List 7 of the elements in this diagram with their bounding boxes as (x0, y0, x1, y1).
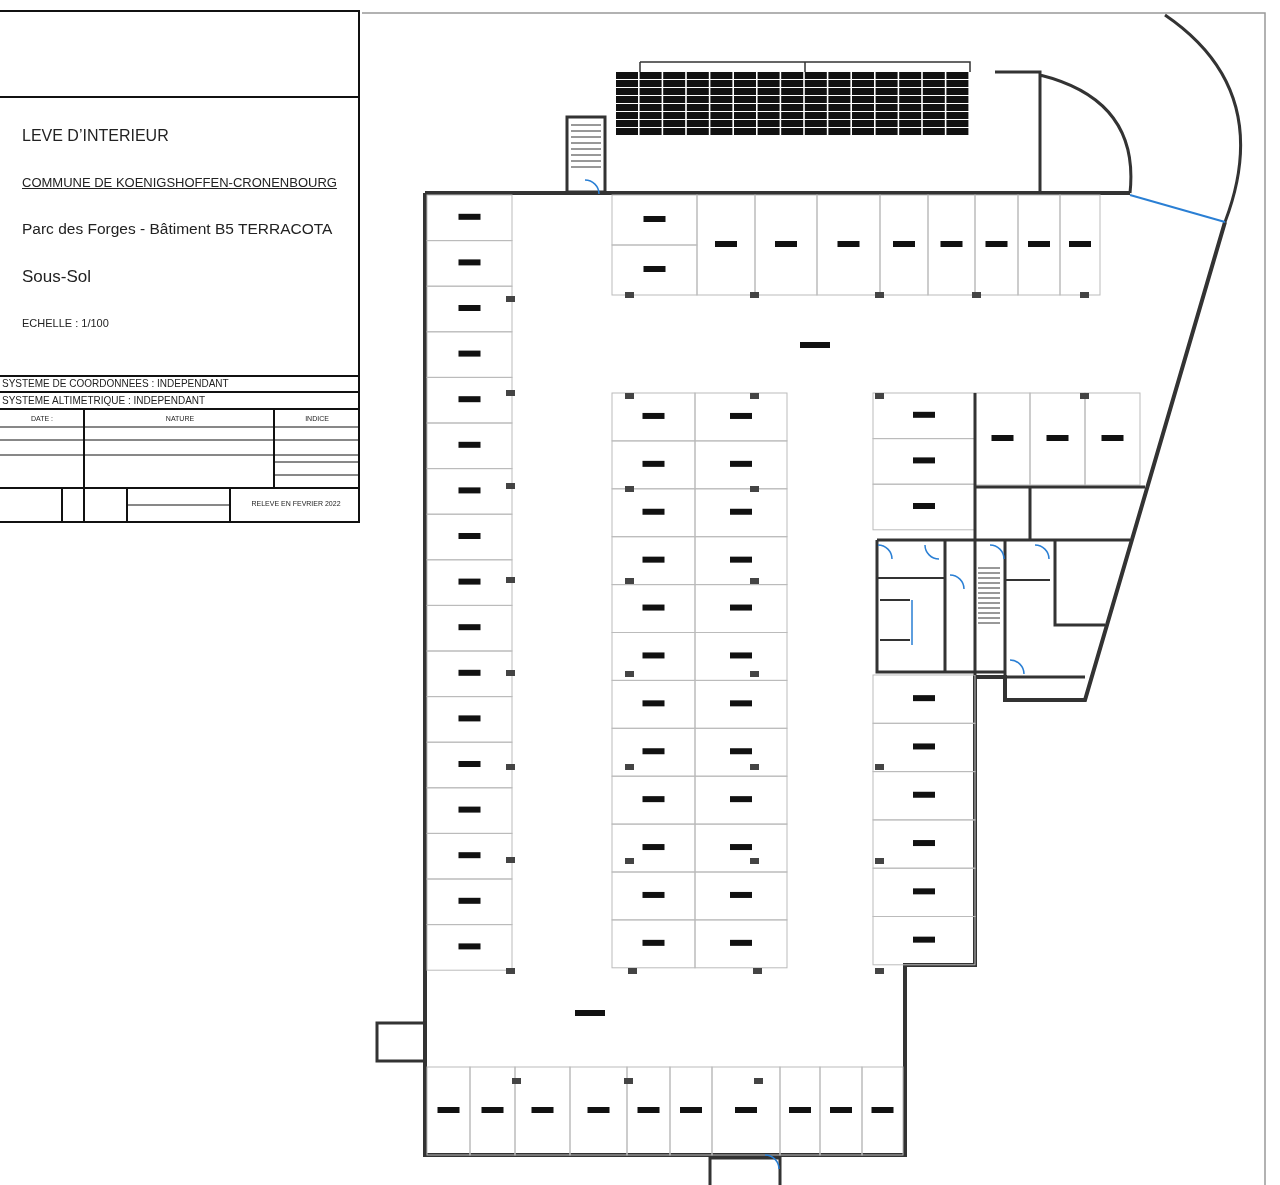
level-name: Sous-Sol (22, 267, 91, 287)
municipality-name: COMMUNE DE KOENIGSHOFFEN-CRONENBOURG (22, 175, 337, 190)
scale-text: ECHELLE : 1/100 (22, 317, 109, 329)
survey-title: LEVE D’INTERIEUR (22, 127, 169, 145)
coordinate-system-text: SYSTEME DE COORDONNEES : INDEPENDANT (2, 378, 229, 389)
building-name: Parc des Forges - Bâtiment B5 TERRACOTA (22, 220, 333, 238)
altimetric-system-text: SYSTEME ALTIMETRIQUE : INDEPENDANT (2, 395, 206, 406)
